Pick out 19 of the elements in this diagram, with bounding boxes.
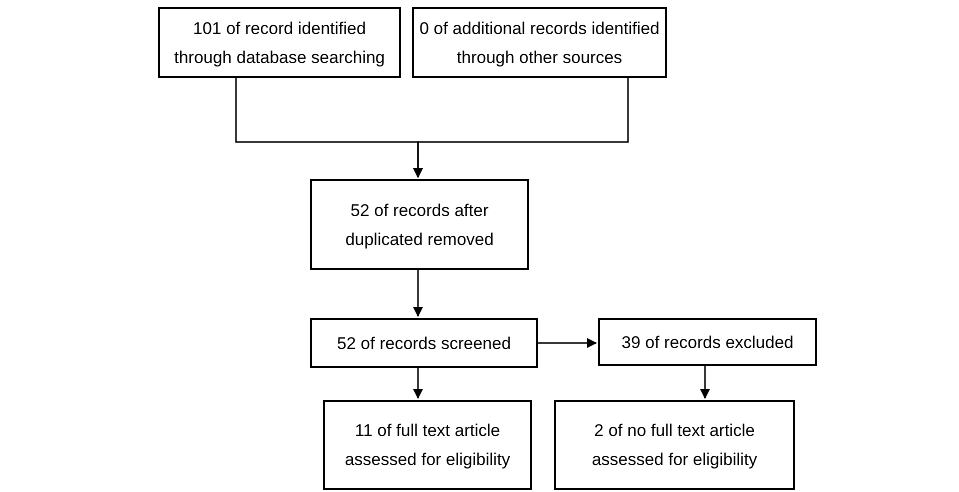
process-box xyxy=(554,400,795,490)
process-box xyxy=(412,7,667,78)
connector-arrow xyxy=(700,366,710,399)
box-text: 11 of full text article assessed for eligibility xyxy=(344,420,512,471)
connector-arrow xyxy=(538,338,597,348)
process-box xyxy=(323,400,532,490)
connector-arrow xyxy=(413,78,629,178)
process-box xyxy=(310,179,529,270)
box-text: 52 of records screened xyxy=(337,332,511,354)
box-text: 52 of records after duplicated removed xyxy=(344,200,495,250)
connector-arrow xyxy=(413,270,423,317)
box-text: 101 of record identified through database searching xyxy=(173,18,386,68)
box-text: 0 of additional records identified through other sources xyxy=(418,18,661,68)
process-box xyxy=(158,7,401,78)
connector-arrow xyxy=(413,368,423,399)
process-box xyxy=(310,318,538,368)
box-text: 39 of records excluded xyxy=(622,332,794,354)
box-text: 2 of no full text article assessed for eligibility xyxy=(590,420,758,471)
process-box xyxy=(598,318,817,366)
